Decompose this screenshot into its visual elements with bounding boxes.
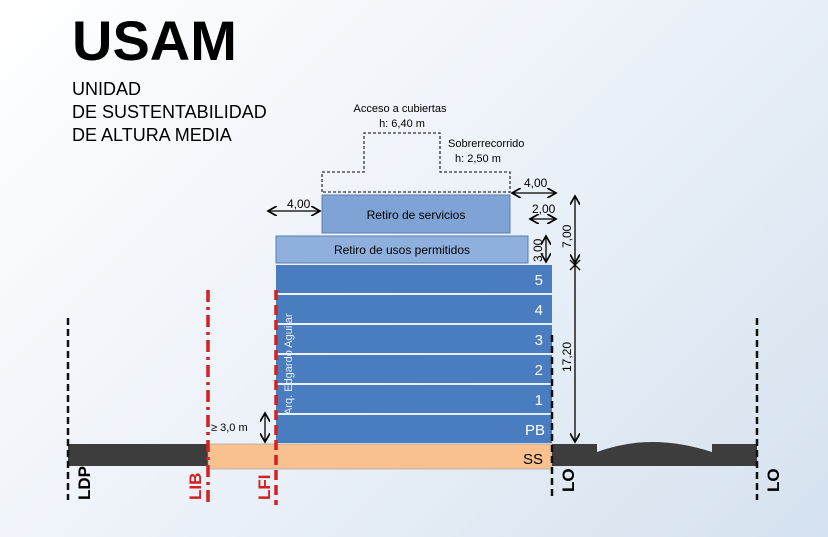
floor-2 xyxy=(276,355,552,383)
service-setback-label: Retiro de servicios xyxy=(367,208,466,222)
lfi-label: LFI xyxy=(255,475,274,501)
floor-label: 3 xyxy=(535,332,543,349)
floor-label: PB xyxy=(525,422,545,439)
floor-label: 5 xyxy=(535,272,543,289)
floor-1 xyxy=(276,385,552,413)
roof-access-height: h: 6,40 m xyxy=(379,118,425,130)
roof-access-outline xyxy=(321,132,511,193)
service-setback xyxy=(321,194,511,234)
floor-pb xyxy=(276,415,552,443)
subtitle-line-3: DE ALTURA MEDIA xyxy=(72,125,232,145)
lo-label-1: LO xyxy=(559,468,578,492)
floor-3 xyxy=(276,325,552,353)
street xyxy=(552,442,757,466)
floor-label: 2 xyxy=(535,362,543,379)
dim-building-height-label: 17,20 xyxy=(560,342,574,372)
sidewalk-left xyxy=(68,444,208,466)
ldp-label: LDP xyxy=(75,466,94,500)
dim-right-service-label: 2,00 xyxy=(532,202,556,216)
floor-4 xyxy=(276,295,552,323)
floor-5 xyxy=(276,265,552,293)
dim-setback-total-label: 7,00 xyxy=(560,224,574,248)
subtitle-line-2: DE SUSTENTABILIDAD xyxy=(72,102,267,122)
dim-right-top-label: 4,00 xyxy=(524,176,548,190)
lib-label: LIB xyxy=(186,473,205,500)
overrun-height: h: 2,50 m xyxy=(455,153,501,165)
permitted-setback xyxy=(275,235,529,264)
floor-label: 1 xyxy=(535,392,543,409)
roof-access-label: Acceso a cubiertas xyxy=(354,103,447,115)
subtitle-line-1: UNIDAD xyxy=(72,79,141,99)
overrun-label: Sobrerrecorrido xyxy=(448,138,524,150)
author-credit: Arq. Edgardo Aguilar xyxy=(283,313,295,415)
dim-min-height-label: ≥ 3,0 m xyxy=(211,422,248,434)
title: USAM xyxy=(72,9,237,72)
permitted-setback-label: Retiro de usos permitidos xyxy=(334,243,470,257)
dim-permitted-height-label: 3,00 xyxy=(531,238,545,262)
basement xyxy=(207,443,553,470)
lo-label-2: LO xyxy=(764,468,783,492)
floors xyxy=(276,265,552,443)
floor-label: 4 xyxy=(535,302,543,319)
dim-left-service-label: 4,00 xyxy=(287,197,311,211)
basement-label: SS xyxy=(523,451,543,468)
